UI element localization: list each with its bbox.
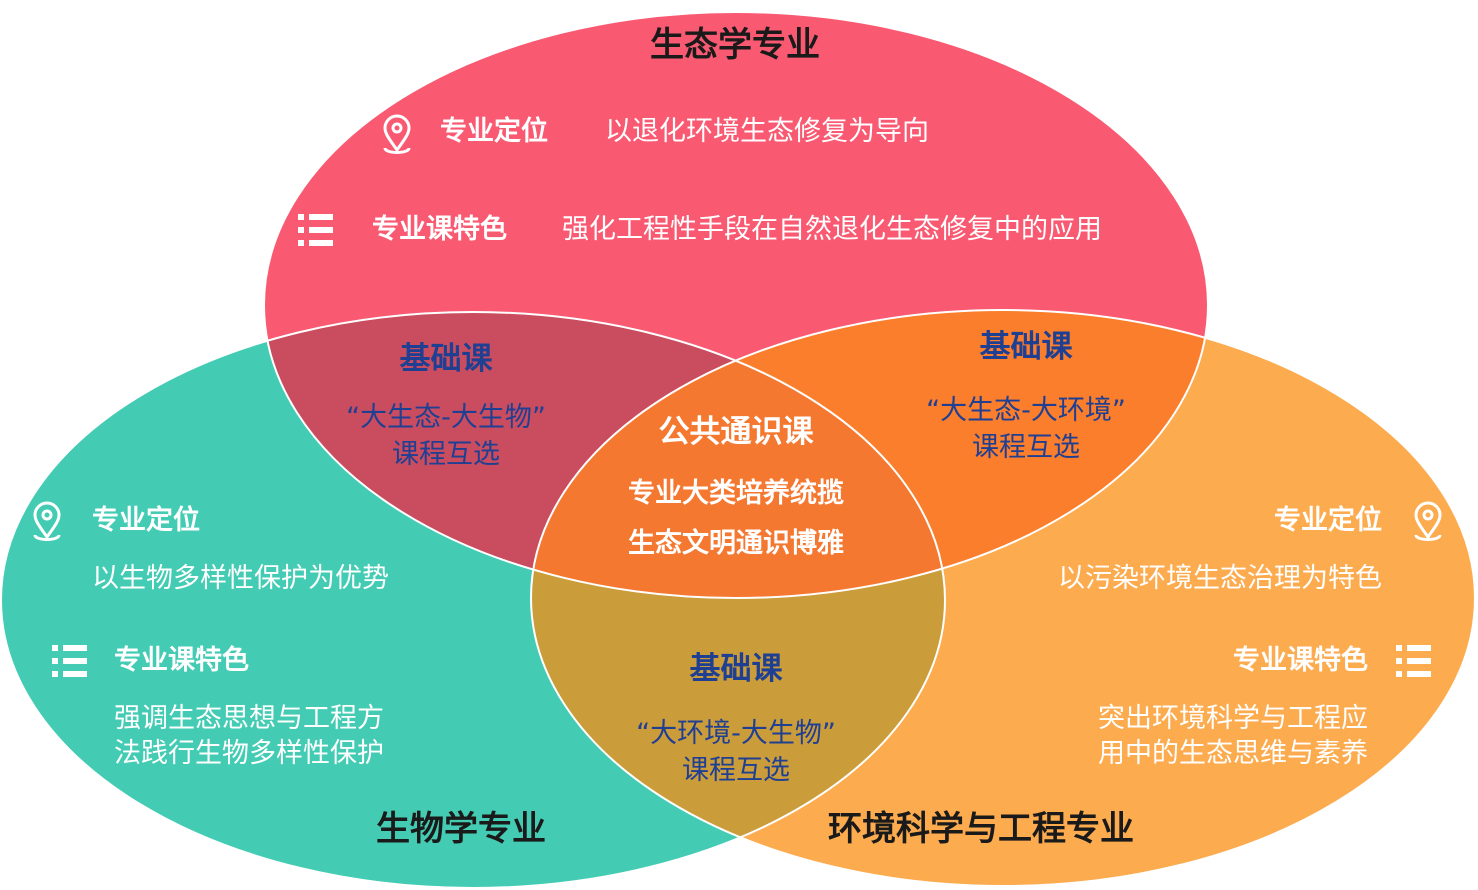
list-icon xyxy=(52,645,87,677)
center-label: 公共通识课 xyxy=(658,414,814,450)
environment-position-text: 以污染环境生态治理为特色 xyxy=(1058,563,1382,594)
ecology-feature-text: 强化工程性手段在自然退化生态修复中的应用 xyxy=(562,214,1102,245)
eco-env-line1: “大生态-大环境” xyxy=(926,395,1126,426)
bio-env-line1: “大环境-大生物” xyxy=(636,718,836,749)
biology-title: 生物学专业 xyxy=(376,809,546,849)
location-pin-icon xyxy=(1414,501,1442,541)
eco-bio-label: 基础课 xyxy=(399,341,493,377)
ecology-outline xyxy=(263,11,1209,599)
biology-outline xyxy=(0,311,946,889)
environment-feature-label: 专业课特色 xyxy=(1233,645,1368,676)
biology-feature-line1: 强调生态思想与工程方 xyxy=(114,703,384,734)
bio-env-label: 基础课 xyxy=(689,651,783,687)
ecology-position-label: 专业定位 xyxy=(440,116,548,147)
eco-env-line2: 课程互选 xyxy=(972,432,1080,463)
ecology-title: 生态学专业 xyxy=(650,25,820,65)
environment-feature-line2: 用中的生态思维与素养 xyxy=(1098,738,1368,769)
list-icon xyxy=(298,214,333,246)
ecology-feature-label: 专业课特色 xyxy=(372,214,507,245)
location-pin-icon xyxy=(33,501,61,541)
eco-bio-line2: 课程互选 xyxy=(392,439,500,470)
bio-env-line2: 课程互选 xyxy=(682,755,790,786)
environment-outline xyxy=(530,309,1476,887)
environment-title: 环境科学与工程专业 xyxy=(828,809,1134,849)
eco-env-label: 基础课 xyxy=(979,329,1073,365)
center-line2: 生态文明通识博雅 xyxy=(628,528,844,559)
environment-position-label: 专业定位 xyxy=(1274,505,1382,536)
eco-bio-line1: “大生态-大生物” xyxy=(346,402,546,433)
location-pin-icon xyxy=(383,114,411,154)
biology-position-label: 专业定位 xyxy=(92,505,200,536)
ecology-position-text: 以退化环境生态修复为导向 xyxy=(605,116,929,147)
list-icon xyxy=(1396,645,1431,677)
biology-position-text: 以生物多样性保护为优势 xyxy=(92,563,389,594)
environment-feature-line1: 突出环境科学与工程应 xyxy=(1098,703,1368,734)
center-line1: 专业大类培养统揽 xyxy=(628,478,844,509)
overlap-center xyxy=(531,312,945,598)
biology-feature-line2: 法践行生物多样性保护 xyxy=(114,738,384,769)
biology-feature-label: 专业课特色 xyxy=(114,645,249,676)
